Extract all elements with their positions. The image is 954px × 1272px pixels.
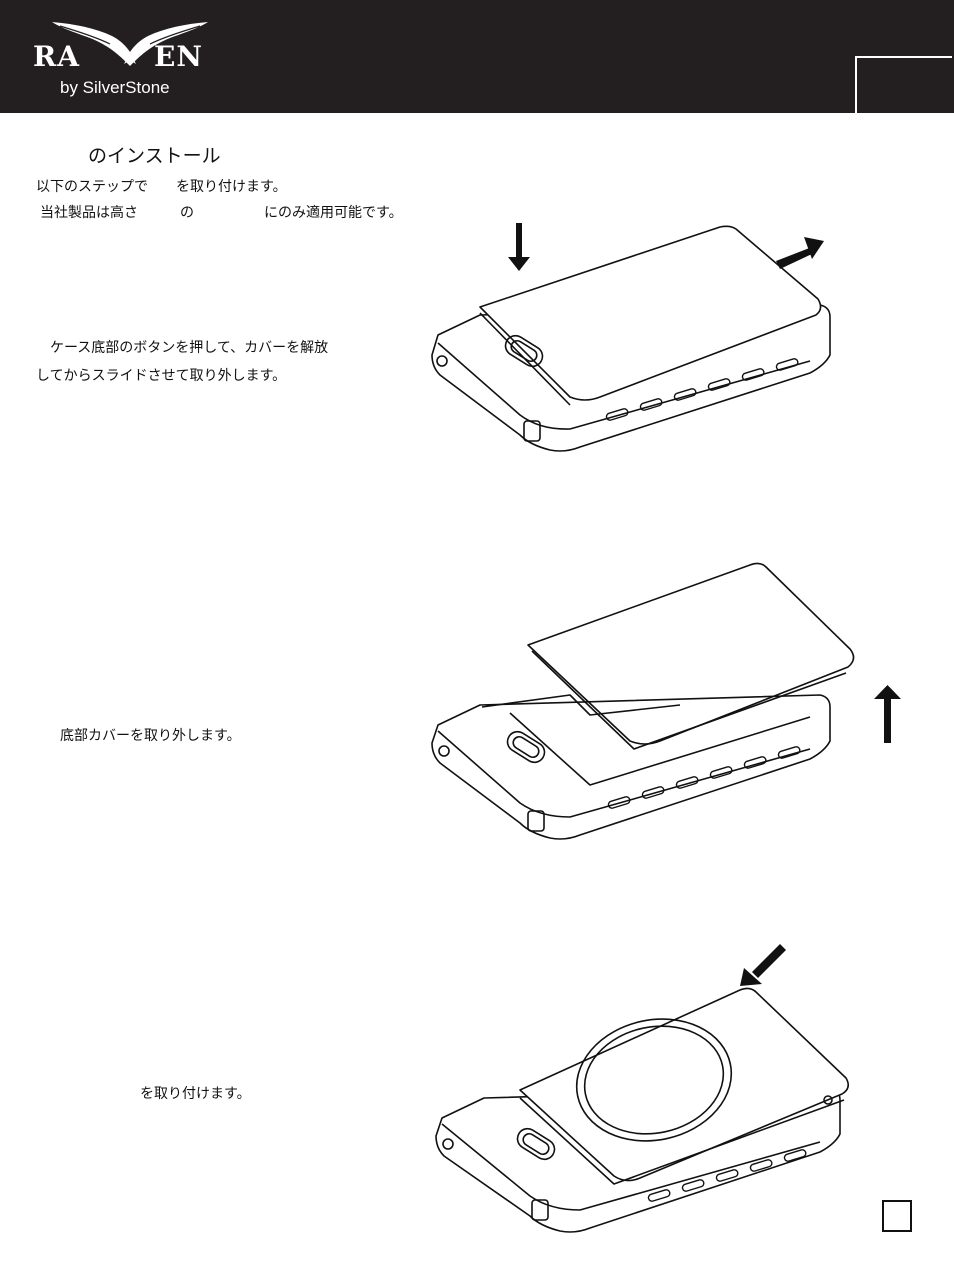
step-1-line-2: してからスライドさせて取り外します。 bbox=[36, 368, 287, 384]
intro-line-1: 以下のステップで を取り付けます。 bbox=[36, 179, 287, 195]
step-3-line-1: を取り付けます。 bbox=[140, 1086, 251, 1102]
intro-line-2: 当社製品は高さ の にのみ適用可能です。 bbox=[40, 205, 403, 221]
logo-subtitle: by SilverStone bbox=[60, 78, 170, 97]
step-3-text: を取り付けます。 bbox=[140, 1080, 251, 1108]
step-1-line-1: ケース底部のボタンを押して、カバーを解放 bbox=[36, 340, 329, 356]
step-2-illustration bbox=[431, 562, 901, 840]
step-3-illustration bbox=[435, 944, 850, 1233]
logo-text-en: EN bbox=[154, 40, 203, 73]
header-bar: RA EN by SilverStone bbox=[0, 0, 954, 113]
section-title: のインストール bbox=[88, 145, 221, 167]
step-1-illustration bbox=[431, 223, 831, 452]
step-1-text: ケース底部のボタンを押して、カバーを解放 してからスライドさせて取り外します。 bbox=[36, 334, 328, 390]
step-2-text: 底部カバーを取り外します。 bbox=[60, 722, 241, 750]
page-number-box bbox=[882, 1200, 912, 1232]
step-2-line-1: 底部カバーを取り外します。 bbox=[60, 728, 241, 744]
raven-wing-icon bbox=[52, 22, 208, 66]
raven-logo: RA EN by SilverStone bbox=[30, 16, 230, 106]
section-tab-box bbox=[855, 56, 952, 113]
logo-text-ra: RA bbox=[33, 40, 80, 73]
